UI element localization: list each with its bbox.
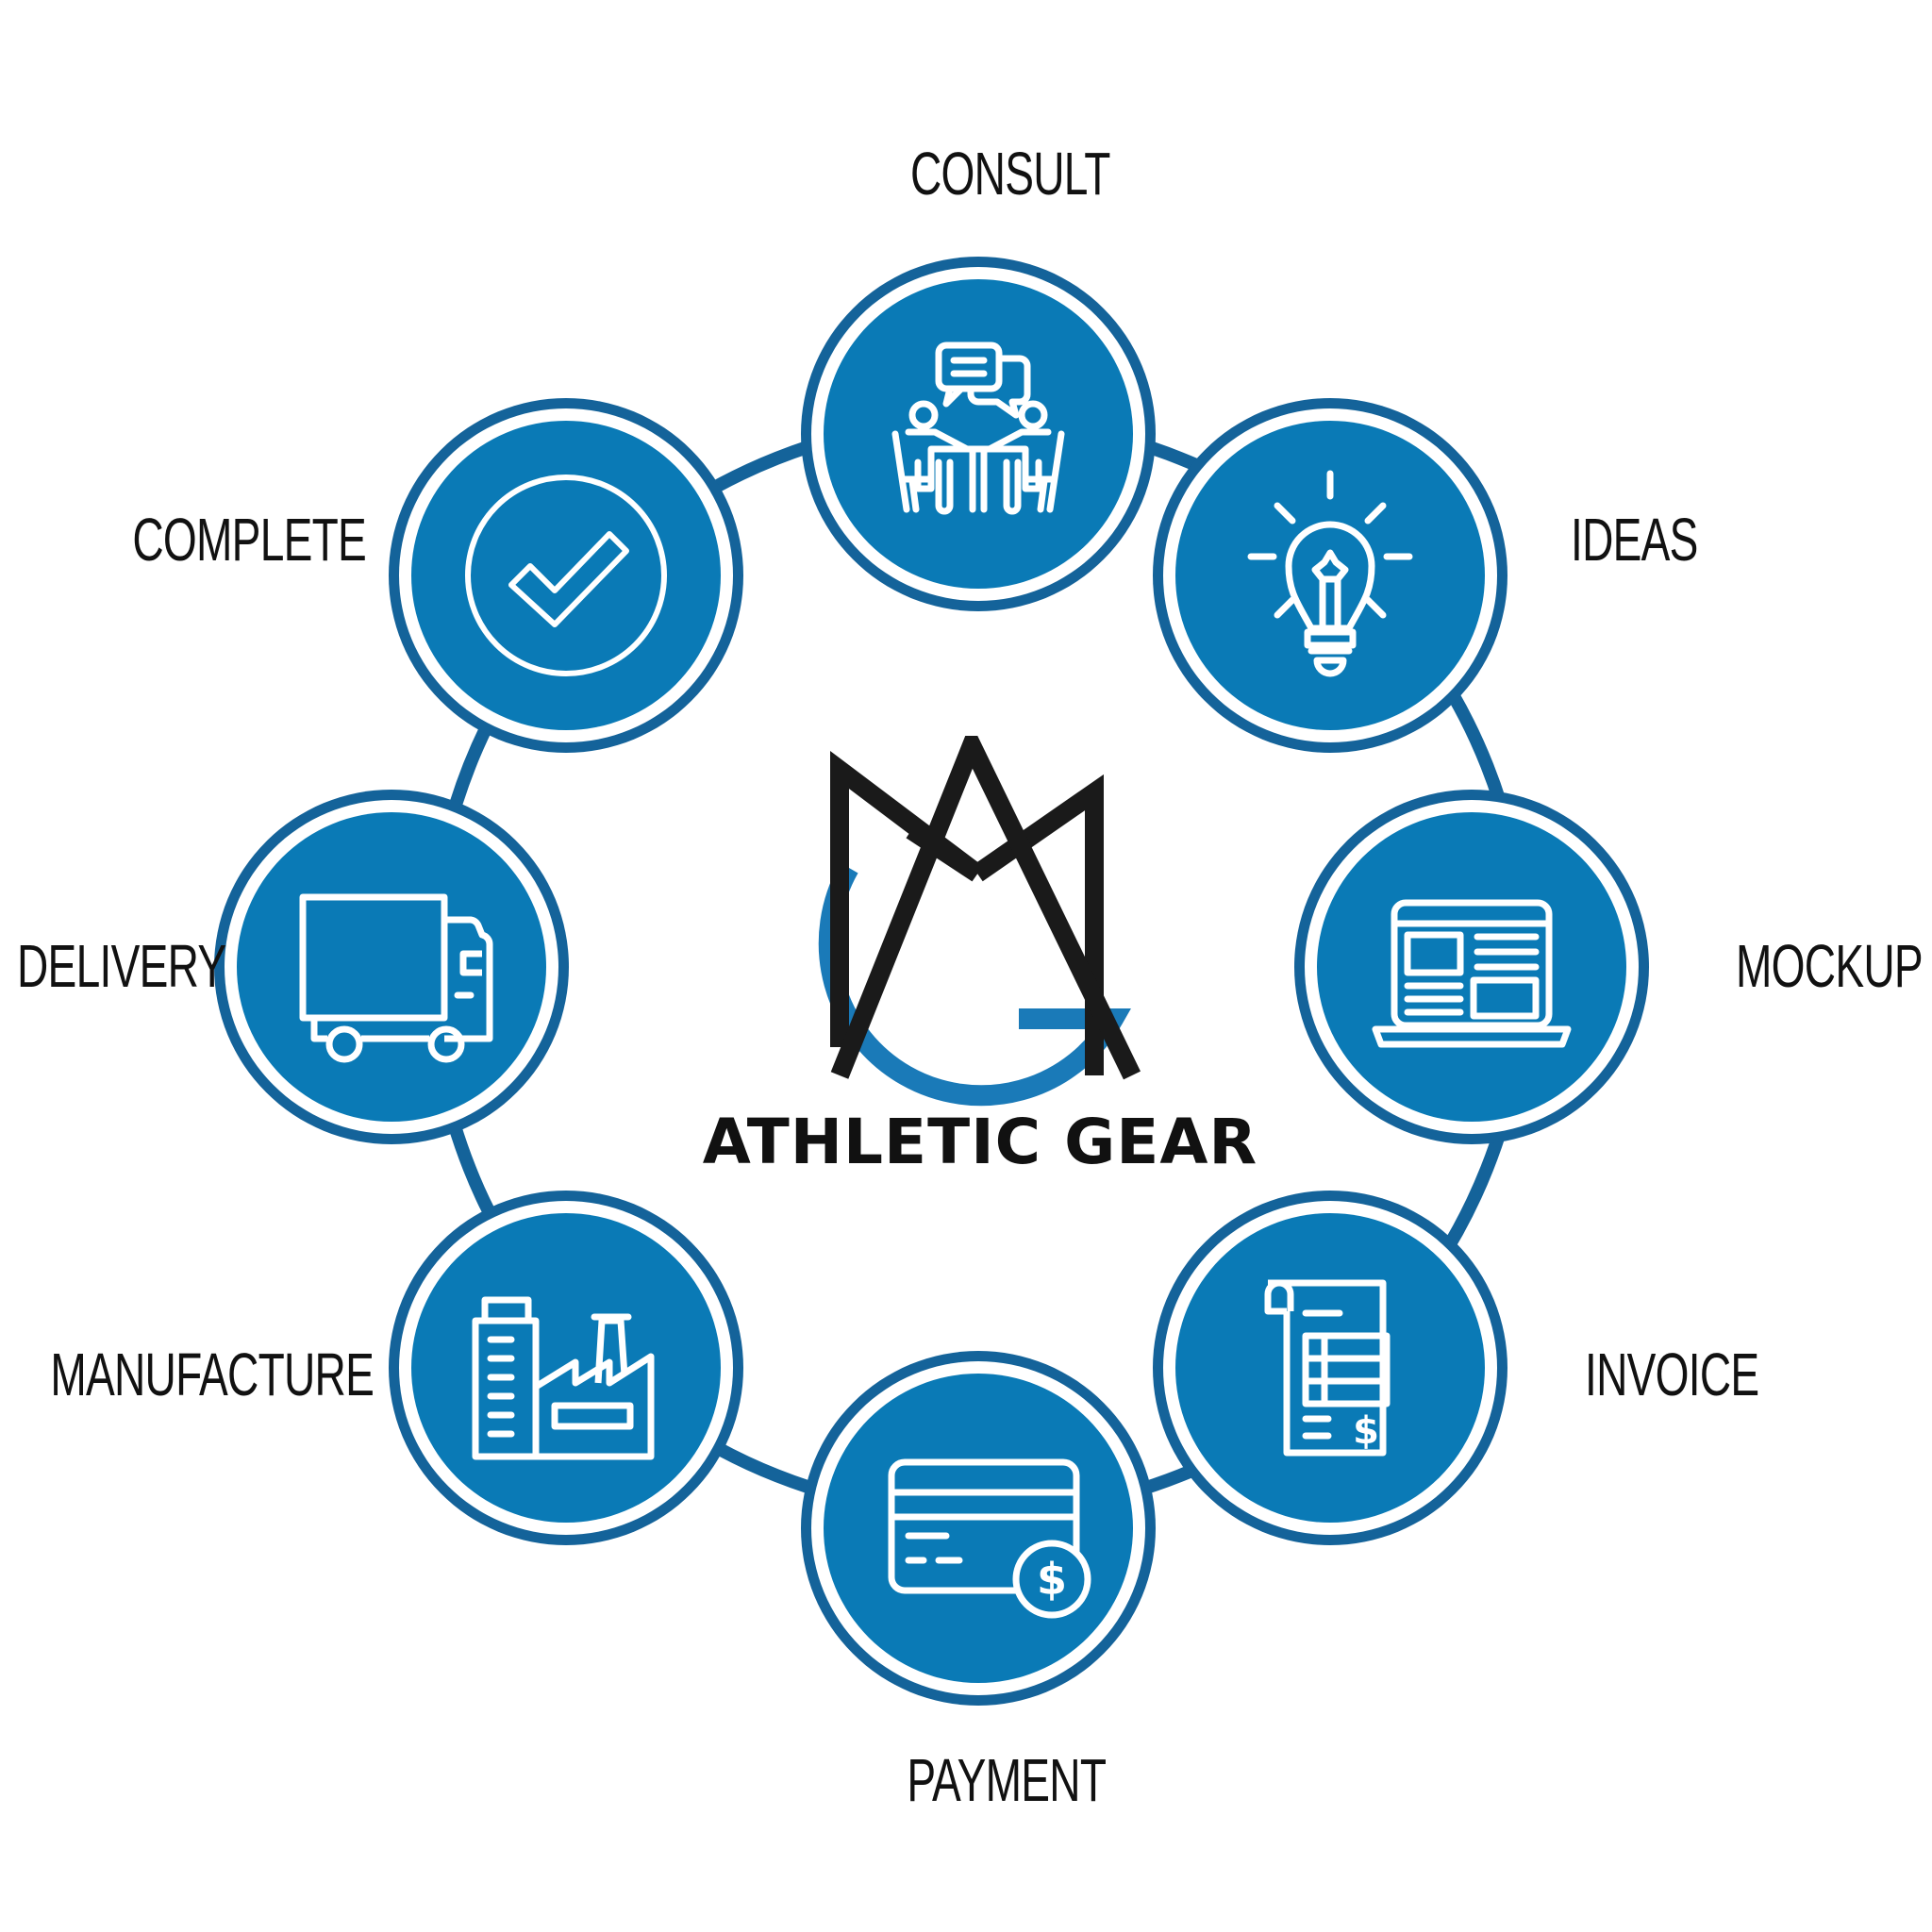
step-label-invoice: INVOICE — [1585, 1341, 1759, 1408]
step-mockup — [1294, 790, 1649, 1144]
step-invoice: $ — [1153, 1191, 1507, 1545]
mag-monogram-logo — [818, 736, 1141, 1107]
lightbulb-icon — [1247, 470, 1413, 677]
factory-icon — [472, 1296, 655, 1460]
checkmark-circle-icon — [465, 475, 667, 676]
step-label-payment: PAYMENT — [907, 1746, 1107, 1814]
step-payment: $ — [801, 1351, 1156, 1706]
delivery-truck-icon — [299, 893, 493, 1063]
meeting-icon — [891, 341, 1065, 515]
step-label-delivery: DELIVERY — [17, 932, 226, 1000]
svg-text:$: $ — [1037, 1554, 1067, 1605]
credit-card-dollar-icon: $ — [888, 1458, 1091, 1619]
step-manufacture — [389, 1191, 743, 1545]
brand-name: ATHLETIC GEAR — [702, 1106, 1258, 1178]
step-ideas — [1153, 398, 1507, 753]
step-label-complete: COMPLETE — [132, 506, 366, 574]
step-consult — [801, 257, 1156, 611]
step-label-mockup: MOCKUP — [1736, 932, 1924, 1000]
step-delivery — [214, 790, 569, 1144]
step-label-manufacture: MANUFACTURE — [50, 1341, 375, 1408]
svg-text:$: $ — [1353, 1409, 1379, 1453]
step-complete — [389, 398, 743, 753]
step-label-consult: CONSULT — [910, 140, 1110, 208]
laptop-wireframe-icon — [1372, 899, 1572, 1048]
invoice-icon: $ — [1264, 1279, 1391, 1457]
step-label-ideas: IDEAS — [1571, 506, 1698, 574]
